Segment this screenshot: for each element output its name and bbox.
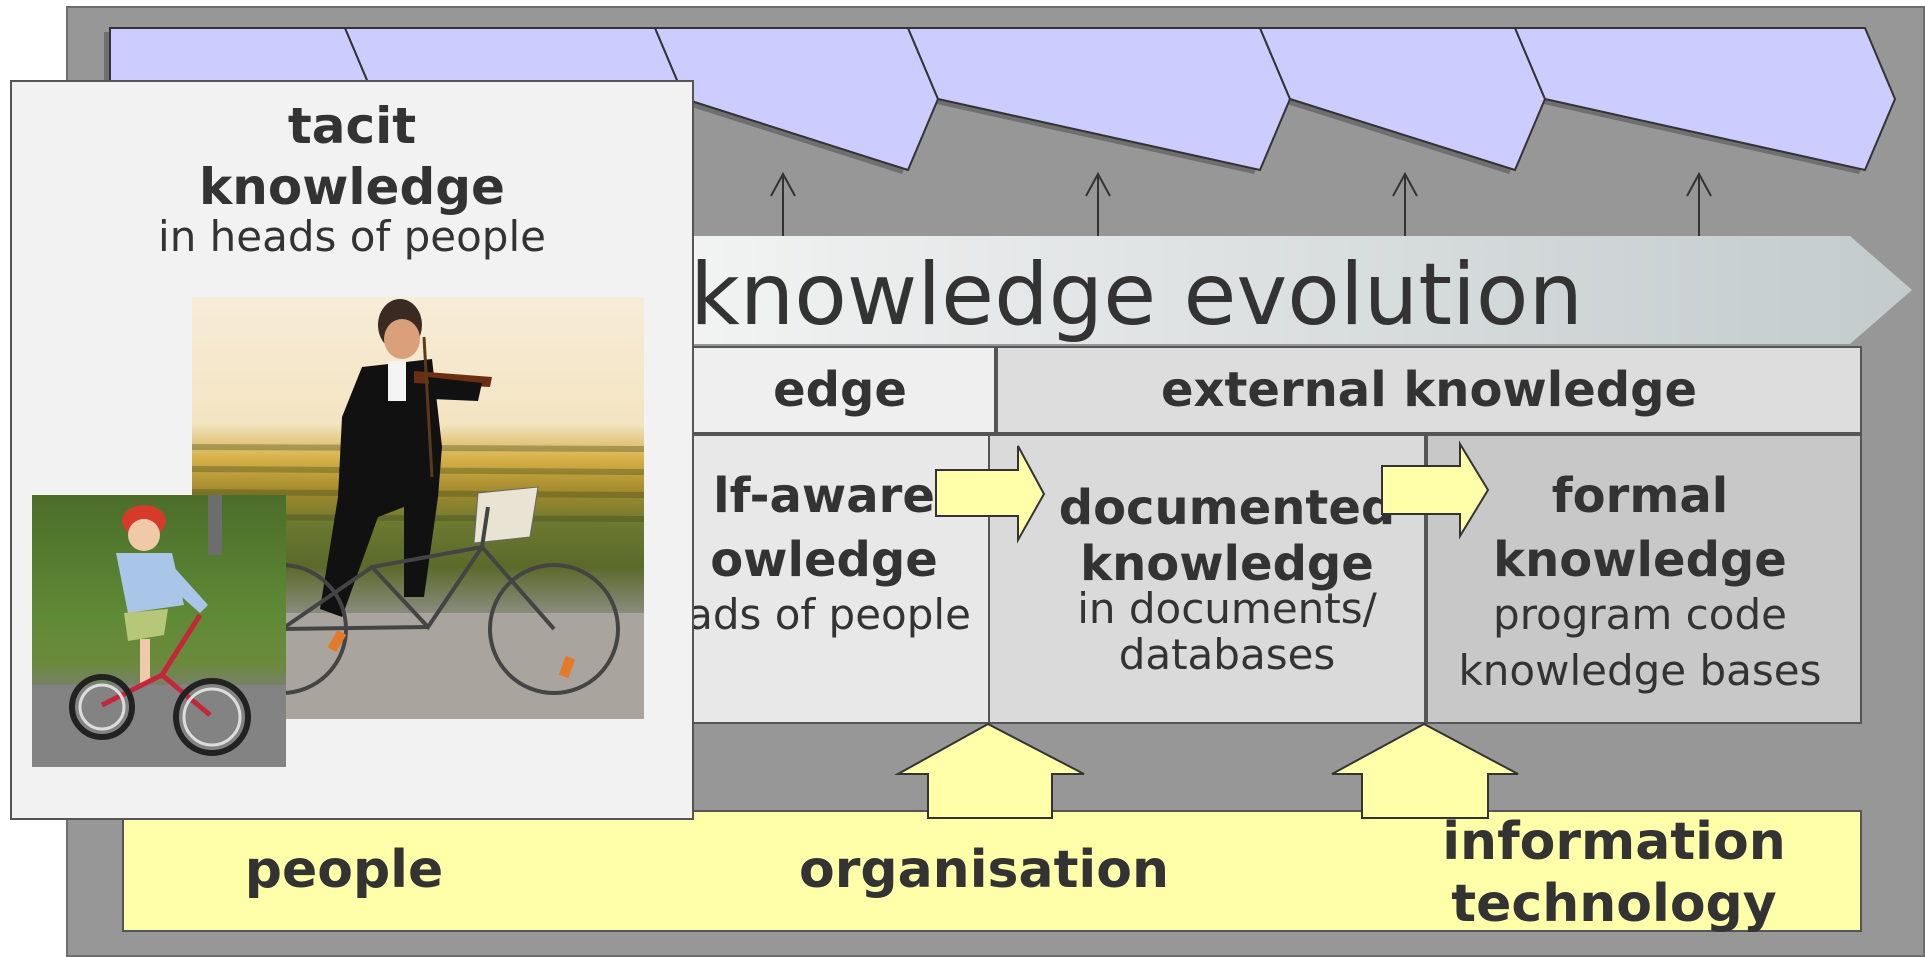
foundation-people-label: people [244,840,444,900]
tacit-knowledge-title: tacit knowledge [10,96,694,218]
external-knowledge-label: external knowledge [1160,362,1698,418]
tacit-title-line1: tacit [287,97,417,155]
formal-title-line1: formal [1551,468,1729,524]
child-on-bicycle-photo [32,495,286,767]
evolution-banner-arrow [560,236,1912,344]
internal-knowledge-header [684,346,996,434]
foundation-it-label-line2: technology [1451,874,1777,934]
foundation-bar [122,810,1862,932]
process-step-chevron [1513,27,1897,172]
process-step-chevron [906,27,1292,172]
process-step-chevron [1258,27,1547,172]
formal-subtitle-line2: knowledge bases [1458,646,1822,695]
self-aware-subtitle: ads of people [687,590,971,639]
up-arrow-icon [1331,722,1519,819]
foundation-it-label-line1: information [1442,812,1786,872]
self-aware-title-line1: lf-aware [713,468,935,524]
external-knowledge-header [996,346,1862,434]
documented-title-line2: knowledge [1080,536,1374,592]
formal-knowledge-cell [1426,434,1862,724]
documented-title-line1: documented [1058,480,1396,536]
self-aware-title-line2: owledge [710,532,938,588]
internal-knowledge-label: edge [773,362,907,418]
right-arrow-icon [1381,440,1490,540]
child-illustration [32,495,286,767]
up-arrow-icon [894,722,1085,819]
formal-subtitle-line1: program code [1493,590,1787,639]
right-arrow-icon [935,445,1046,544]
documented-knowledge-cell [988,434,1426,724]
diagram-title: knowledge evolution [690,245,1584,345]
foundation-organisation-label: organisation [799,840,1169,900]
formal-title-line2: knowledge [1493,532,1787,588]
documented-subtitle-line2: databases [1118,630,1336,679]
tacit-title-line2: knowledge [199,158,505,216]
documented-subtitle-line1: in documents/ [1077,584,1377,633]
tacit-knowledge-subtitle: in heads of people [158,212,546,261]
